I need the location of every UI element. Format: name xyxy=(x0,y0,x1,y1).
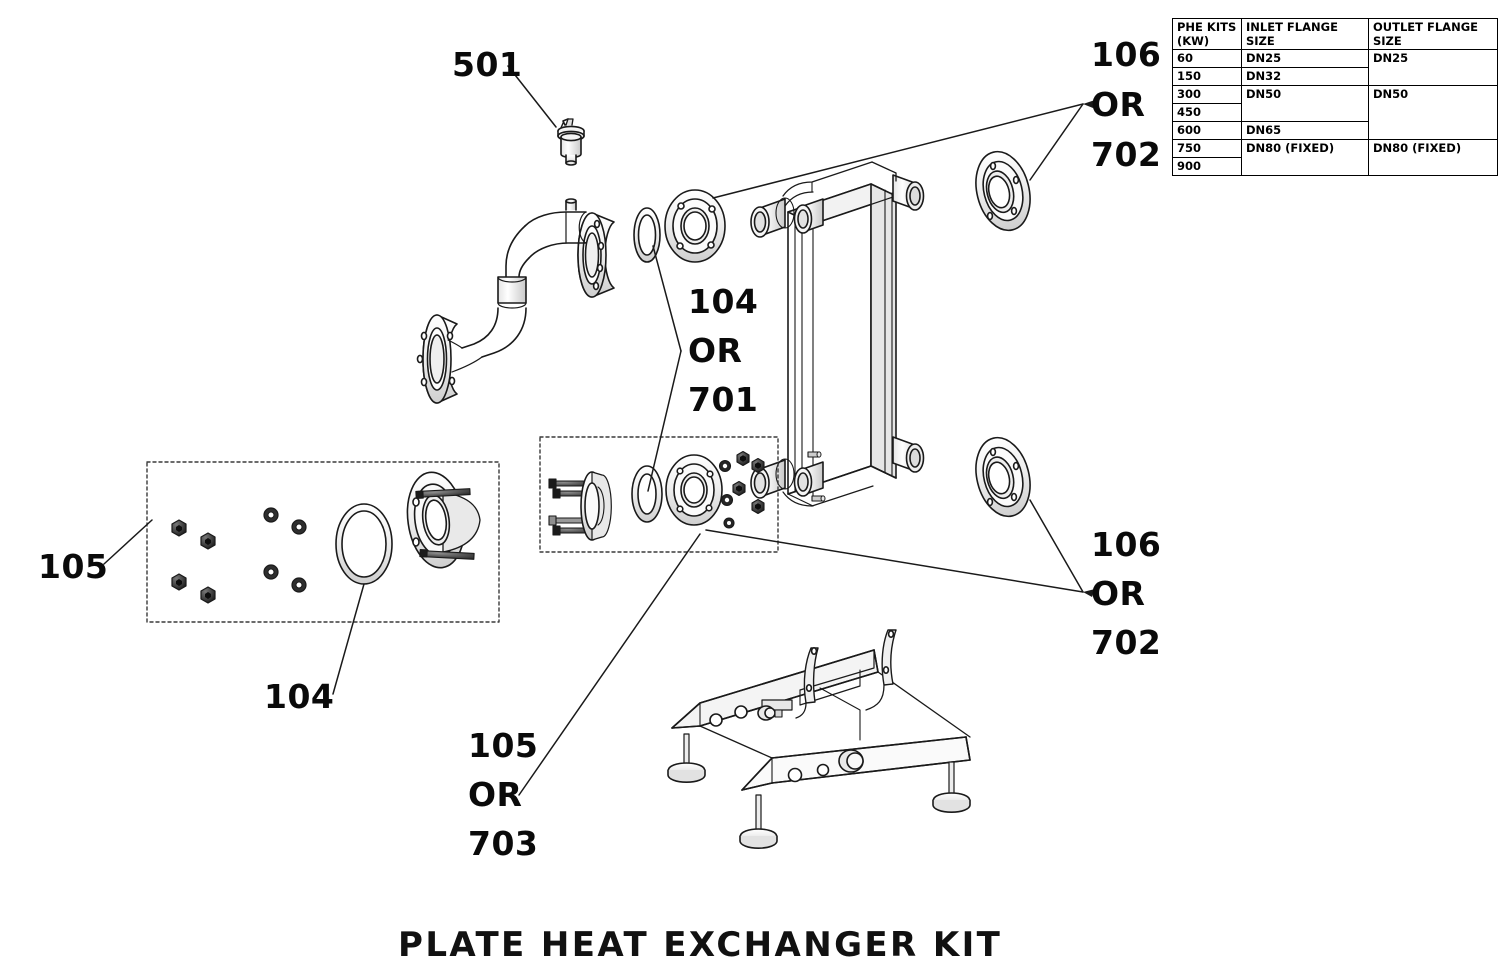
callout-501: 501 xyxy=(452,45,523,84)
table-header-row: PHE KITS (KW) INLET FLANGE SIZE OUTLET F… xyxy=(1172,18,1498,50)
cell-kw: 60 xyxy=(1172,49,1242,68)
nuts-washers-cluster xyxy=(718,450,765,529)
cell-kw: 900 xyxy=(1172,157,1242,176)
mounting-base-frame-with-feet xyxy=(667,629,971,849)
flange-bottom-right xyxy=(975,436,1031,518)
drawing-title: PLATE HEAT EXCHANGER KIT xyxy=(398,925,1003,965)
cell-inlet: DN32 xyxy=(1241,67,1369,86)
hex-bolts-studs xyxy=(412,488,475,560)
fastener-kit-box xyxy=(146,461,500,623)
flange-top-right xyxy=(975,150,1031,232)
table-row: 750 DN80 (FIXED) DN80 (FIXED) xyxy=(1172,139,1498,176)
cell-inlet: DN65 xyxy=(1241,121,1369,140)
cell-kw: 300 xyxy=(1172,85,1242,104)
cell-inlet: DN25 xyxy=(1241,49,1369,68)
gasket-ring xyxy=(335,503,393,585)
cell-kw: 150 xyxy=(1172,67,1242,86)
gasket-ring-top xyxy=(633,207,661,263)
callout-104-gasket: 104 xyxy=(264,677,335,716)
washers xyxy=(263,507,307,593)
adjustable-foot xyxy=(739,794,778,849)
table-row: 300 DN50 DN50 xyxy=(1172,85,1498,140)
flange-ring-small xyxy=(580,471,612,541)
cell-inlet: DN80 (FIXED) xyxy=(1241,139,1369,176)
leader-lines xyxy=(103,65,1095,796)
header-phe-kits: PHE KITS (KW) xyxy=(1172,18,1242,50)
cell-kw: 600 xyxy=(1172,121,1242,140)
callout-105-box1: 105 xyxy=(38,547,109,586)
brazed-plate-heat-exchanger-body xyxy=(750,161,925,507)
adjustable-foot xyxy=(667,733,706,783)
flange-ring-face-2 xyxy=(665,454,723,526)
air-vent-valve xyxy=(557,118,585,166)
fastener-kit-box-2 xyxy=(539,436,779,553)
header-outlet-flange-size: OUTLET FLANGE SIZE xyxy=(1368,18,1498,50)
cell-outlet: DN25 xyxy=(1368,49,1498,86)
gasket-ring-2 xyxy=(631,465,663,523)
adjustable-foot xyxy=(932,761,971,813)
cell-outlet: DN80 (FIXED) xyxy=(1368,139,1498,176)
hex-nuts xyxy=(171,519,216,604)
flange-size-table: PHE KITS (KW) INLET FLANGE SIZE OUTLET F… xyxy=(1172,18,1498,176)
s-bend-flanged-pipe xyxy=(416,198,615,404)
cell-inlet: DN50 xyxy=(1241,85,1369,122)
header-inlet-flange-size: INLET FLANGE SIZE xyxy=(1241,18,1369,50)
cell-kw: 750 xyxy=(1172,139,1242,158)
cell-outlet: DN50 xyxy=(1368,85,1498,140)
table-row: 900 xyxy=(1172,157,1498,176)
cell-kw: 450 xyxy=(1172,103,1242,122)
flange-ring-top-face xyxy=(664,189,726,263)
flange-with-studs xyxy=(406,471,481,569)
table-row: 60 DN25 DN25 xyxy=(1172,49,1498,86)
